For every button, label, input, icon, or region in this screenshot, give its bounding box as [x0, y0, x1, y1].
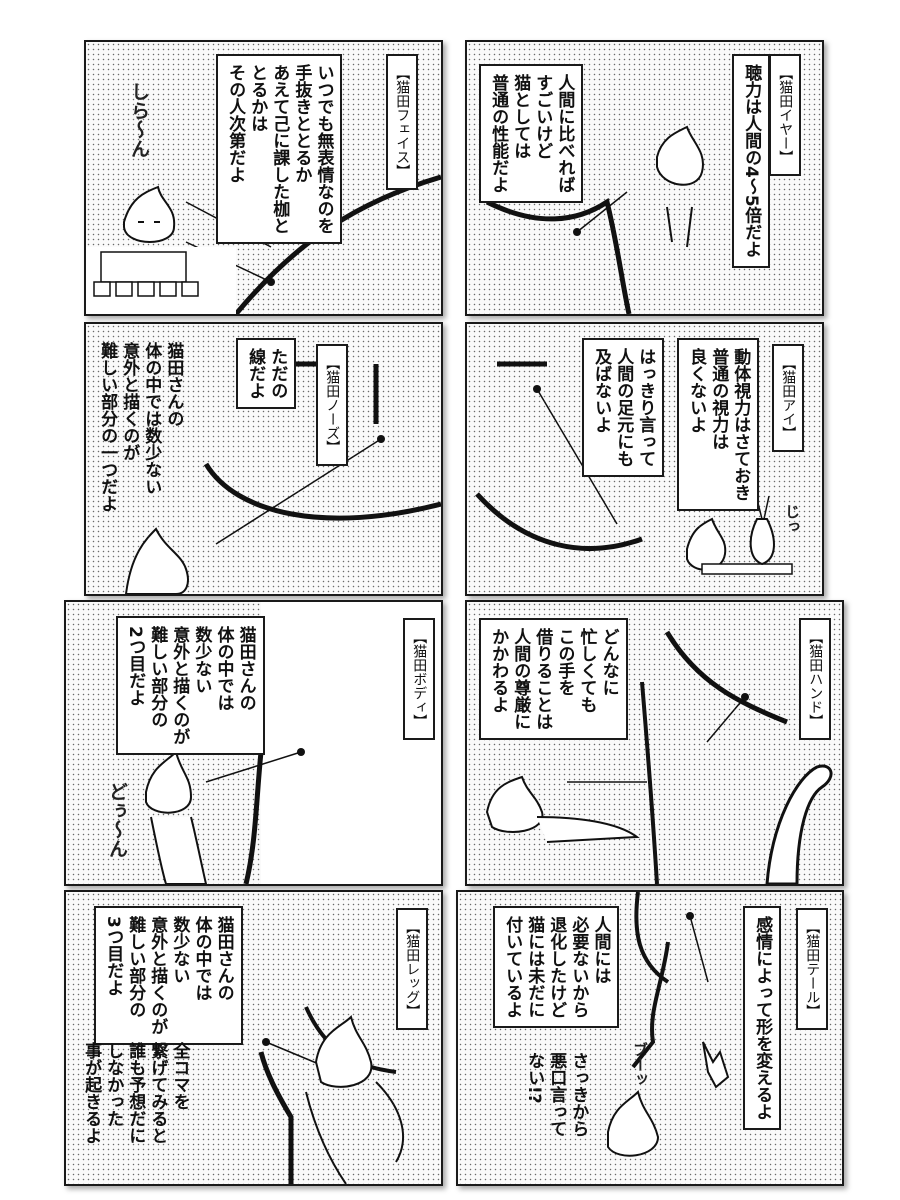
panel-art-tail [607, 892, 730, 1157]
panel-tag: 【猫田テール】 [796, 908, 829, 1030]
panel-tag: 【猫田ハンド】 [799, 618, 832, 740]
manga-panel-nose: 【猫田ノーズ】 ただの 線だよ 猫田さんの 体の中では数少ない 意外と描くのが … [84, 322, 443, 596]
caption-box: どんなに 忙しくても この手を 借りることは 人間の尊厳に かかわるよ [479, 618, 628, 740]
sound-effect: どぅ〜ん [106, 782, 128, 858]
caption-box: 人間に比べれば すごいけど 猫としては 普通の性能だよ [479, 64, 584, 203]
sound-effect: ブーッ [631, 1042, 649, 1087]
manga-panel-eye: 【猫田アイ】 動体視力はさておき 普通の視力は 良くないよ はっきり言って 人間… [465, 322, 824, 596]
panel-art-ear [485, 125, 704, 314]
manga-panel-tail: 【猫田テール】 感情によって形を変えるよ 人間には 必要ないから 退化したけど … [456, 890, 844, 1186]
note-box: 聴力は人間の4～5倍だよ [732, 54, 771, 268]
sound-effect: しら〜ん [128, 82, 150, 158]
note-box: ただの 線だよ [236, 338, 297, 409]
caption-box: はっきり言って 人間の足元にも 及ばないよ [582, 338, 665, 477]
panel-tag: 【猫田レッグ】 [396, 908, 429, 1030]
note-box: 感情によって形を変えるよ [743, 906, 782, 1130]
sound-effect: じっ [783, 504, 801, 534]
caption-box: 猫田さんの 体の中では 数少ない 意外と描くのが 難しい部分の 3つ目だよ [94, 906, 243, 1045]
speech-text: さっきから 悪口言って ない!? [524, 1052, 589, 1137]
panel-tag: 【猫田フェイス】 [386, 54, 419, 190]
manga-panel-ear: 【猫田イヤー】 聴力は人間の4～5倍だよ 人間に比べれば すごいけど 猫としては… [465, 40, 824, 316]
panel-tag: 【猫田ノーズ】 [316, 344, 349, 466]
note-box: 動体視力はさておき 普通の視力は 良くないよ [677, 338, 760, 511]
panel-tag: 【猫田アイ】 [772, 344, 805, 452]
panel-art-hand [485, 630, 833, 884]
panel-art-leg [258, 1006, 405, 1184]
caption-box: 人間には 必要ないから 退化したけど 猫には未だに 付いているよ [493, 906, 620, 1028]
caption-box: いつでも無表情なのを 手抜きととるか あえて己に課した枷と とるかは その人次第… [216, 54, 343, 244]
panel-tag: 【猫田ボディ】 [403, 618, 436, 740]
manga-panel-hand: 【猫田ハンド】 どんなに 忙しくても この手を 借りることは 人間の尊厳に かか… [465, 600, 844, 886]
panel-art-nose [124, 361, 441, 594]
manga-panel-face: 【猫田フェイス】 いつでも無表情なのを 手抜きととるか あえて己に課した枷と と… [84, 40, 443, 316]
panel-art-face [86, 174, 441, 314]
manga-panel-leg: 【猫田レッグ】 猫田さんの 体の中では 数少ない 意外と描くのが 難しい部分の … [64, 890, 443, 1186]
note-text: 全コマを 繋げてみると 誰も予想だに しなかった 事が起きるよ [81, 1042, 190, 1144]
caption-text: 猫田さんの 体の中では数少ない 意外と描くのが 難しい部分の一つだよ [97, 342, 184, 512]
manga-panel-body: 【猫田ボディ】 猫田さんの 体の中では 数少ない 意外と描くのが 難しい部分の … [64, 600, 443, 886]
caption-box: 猫田さんの 体の中では 数少ない 意外と描くのが 難しい部分の 2つ目だよ [116, 616, 265, 755]
panel-tag: 【猫田イヤー】 [769, 54, 802, 176]
